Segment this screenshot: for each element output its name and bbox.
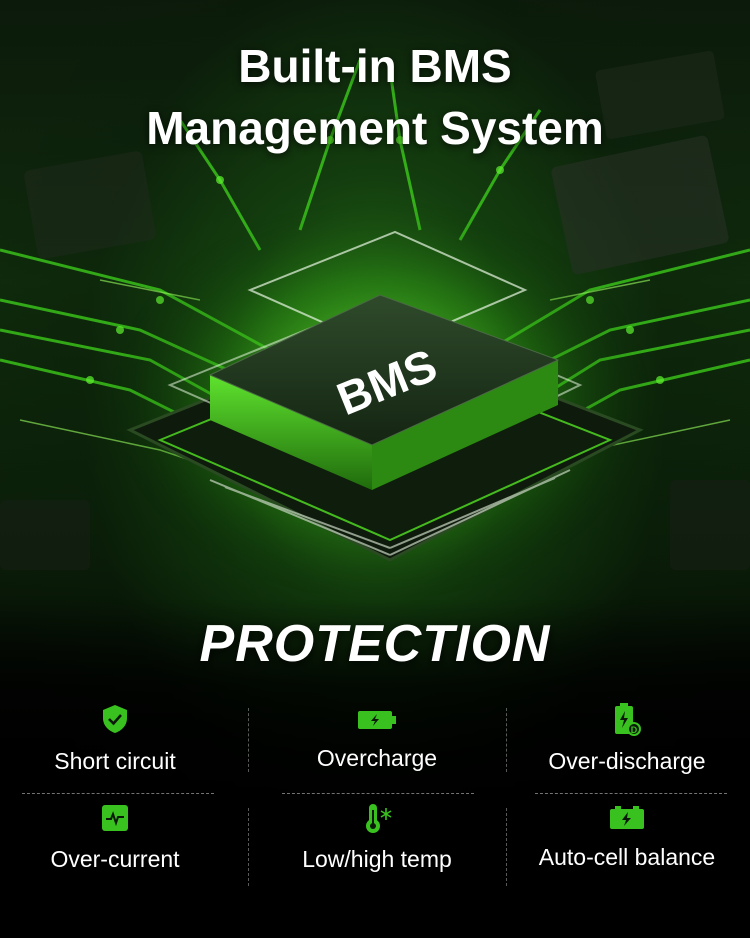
- feature-label: Overcharge: [316, 745, 438, 771]
- thermometer-snow-icon: [366, 804, 392, 833]
- feature-over-discharge: D Over-discharge: [502, 702, 750, 775]
- feature-auto-cell-balance: Auto-cell balance: [502, 806, 750, 871]
- pulse-icon: [102, 805, 128, 831]
- column-divider: [248, 808, 249, 886]
- feature-label: Auto-cell balance: [538, 844, 716, 870]
- battery-bolt-icon: [610, 806, 644, 829]
- shield-check-icon: [103, 705, 127, 733]
- column-divider: [506, 808, 507, 886]
- feature-low-high-temp: Low/high temp: [252, 802, 502, 873]
- column-divider: [248, 708, 249, 772]
- battery-charging-icon: [358, 711, 396, 729]
- bottom-overlay: [0, 600, 750, 938]
- battery-discharge-icon: D: [615, 703, 641, 736]
- feature-short-circuit: Short circuit: [0, 704, 240, 775]
- page-title-line2: Management System: [146, 102, 604, 154]
- feature-over-current: Over-current: [0, 804, 240, 873]
- feature-label: Over-discharge: [548, 748, 706, 774]
- page-title-line1: Built-in BMS: [238, 40, 512, 92]
- row-divider: [22, 793, 214, 794]
- row-divider: [282, 793, 474, 794]
- svg-text:D: D: [631, 725, 638, 735]
- feature-label: Short circuit: [54, 748, 176, 774]
- feature-label: Over-current: [50, 846, 180, 872]
- feature-label: Low/high temp: [302, 846, 452, 872]
- section-heading: PROTECTION: [199, 615, 551, 673]
- row-divider: [535, 793, 727, 794]
- feature-overcharge: Overcharge: [252, 709, 502, 772]
- column-divider: [506, 708, 507, 772]
